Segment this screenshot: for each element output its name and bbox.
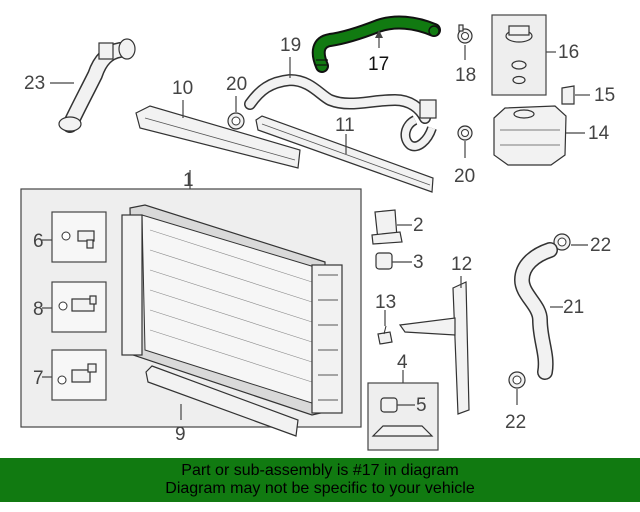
callout-2: 2 (413, 215, 424, 236)
callout-23: 23 (24, 73, 45, 94)
callout-20a: 20 (226, 74, 247, 95)
part-3-insulator[interactable] (375, 252, 393, 270)
callout-7: 7 (33, 368, 44, 389)
part-14-reservoir[interactable] (493, 105, 567, 166)
part-5-insulator[interactable] (380, 397, 398, 413)
callout-1: 1 (183, 170, 194, 191)
radiator-core[interactable] (121, 204, 343, 416)
callout-17: 17 (368, 54, 389, 75)
banner-line-2: Diagram may not be specific to your vehi… (165, 480, 475, 497)
callout-13: 13 (375, 292, 396, 313)
part-18-clamp[interactable] (457, 24, 473, 44)
part-20-clamp-right[interactable] (457, 125, 473, 141)
callout-11: 11 (335, 115, 355, 136)
part-19-hose[interactable] (244, 73, 437, 152)
callout-8: 8 (33, 299, 44, 320)
callout-12: 12 (451, 254, 472, 275)
info-banner: Part or sub-assembly is #17 in diagram D… (0, 458, 640, 502)
callout-6: 6 (33, 231, 44, 252)
part-8-valve[interactable] (58, 295, 97, 312)
part-7-plug[interactable] (57, 363, 97, 385)
callout-19: 19 (280, 35, 301, 56)
callout-20b: 20 (454, 166, 475, 187)
part-16-cap[interactable] (505, 25, 533, 85)
part-17-hose[interactable] (311, 15, 441, 73)
callout-22a: 22 (590, 235, 611, 256)
callout-14: 14 (588, 123, 610, 144)
callout-16: 16 (558, 42, 579, 63)
part-22-clamp-lower[interactable] (508, 371, 526, 389)
callout-9: 9 (175, 424, 186, 445)
part-12-seal[interactable] (398, 281, 470, 415)
banner-line-1: Part or sub-assembly is #17 in diagram (181, 462, 459, 479)
part-9-baffle[interactable] (145, 365, 299, 437)
part-20-clamp-upper[interactable] (227, 112, 245, 130)
part-10-baffle[interactable] (135, 105, 301, 169)
part-6-drain[interactable] (61, 230, 95, 249)
parts-diagram: 23 17 18 16 15 14 (20, 14, 615, 451)
callout-22b: 22 (505, 412, 526, 433)
part-22-clamp-upper[interactable] (553, 233, 571, 251)
callout-4: 4 (397, 352, 408, 373)
part-2-bracket[interactable] (371, 209, 403, 245)
callout-5: 5 (416, 395, 427, 416)
part-11-seal[interactable] (255, 115, 434, 193)
callout-18: 18 (455, 65, 476, 86)
part-4-bracket[interactable] (371, 425, 434, 437)
part-21-hose[interactable] (513, 242, 558, 380)
callout-3: 3 (413, 252, 424, 273)
callout-10: 10 (172, 78, 193, 99)
part-4-box (367, 382, 439, 451)
callout-21: 21 (563, 297, 584, 318)
part-13-clip[interactable] (377, 325, 393, 345)
part-15-clip[interactable] (561, 85, 575, 105)
callout-15: 15 (594, 85, 615, 106)
part-23-hose[interactable] (58, 38, 136, 133)
part-17-hose-body (313, 17, 439, 71)
